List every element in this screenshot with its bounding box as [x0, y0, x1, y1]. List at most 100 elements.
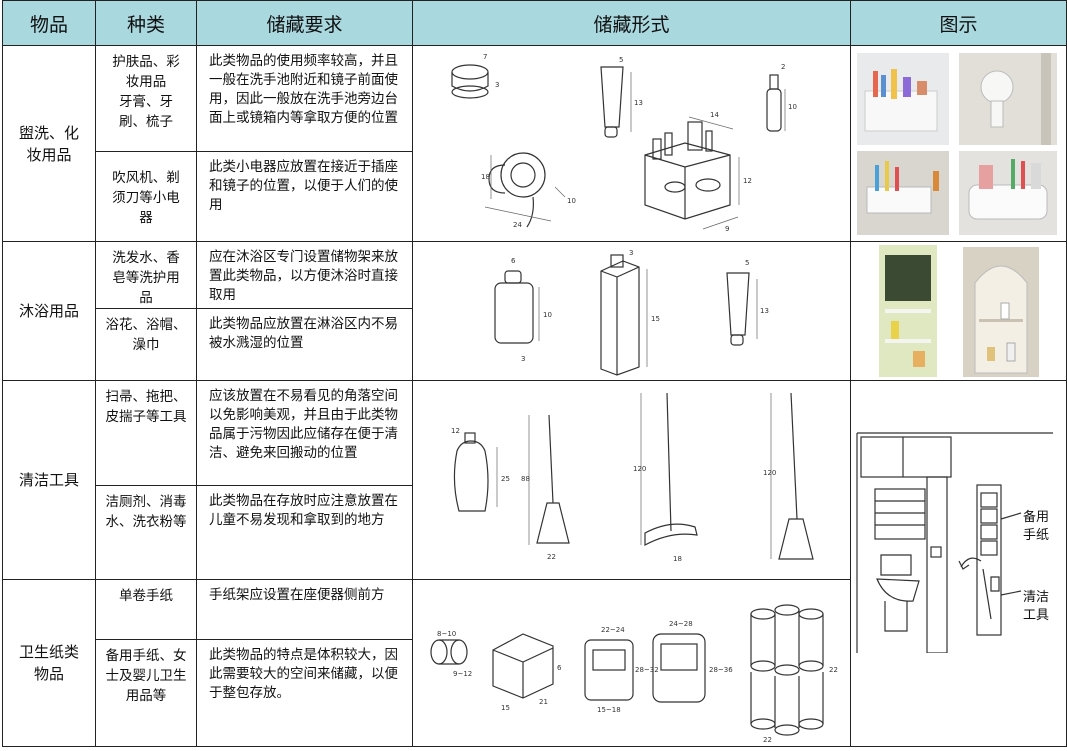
req-cell: 应在沐浴区专门设置储物架来放置此类物品，以方便沐浴时直接取用: [196, 241, 413, 309]
dim-label: 88: [521, 475, 530, 483]
dim-label: 6: [511, 257, 516, 265]
dim-label: 3: [521, 355, 525, 363]
kind-cell: 洗发水、香皂等洗护用品: [95, 241, 197, 309]
cleaning-tools-label: 清洁 工具: [1023, 590, 1050, 623]
dim-label: 3: [495, 81, 499, 89]
req-cell: 此类物品在存放时应注意放置在儿童不易发现和拿取到的地方: [196, 484, 413, 581]
bath-drawings: 6 10 3 3 15 5 13: [412, 241, 851, 381]
dim-label: 8~10: [437, 630, 456, 638]
kind-cell: 备用手纸、女士及婴儿卫生用品等: [95, 639, 197, 747]
roll-stack-drawing: 22 22: [750, 604, 838, 744]
flat-bottle-drawing: 6 10 3: [494, 257, 552, 363]
req-cell: 手纸架应设置在座便器侧前方: [196, 578, 413, 641]
req-cell: 此类小电器应放置在接近于插座和镜子的位置，以便于人们的使用: [196, 151, 413, 242]
dim-label: 21: [539, 698, 548, 706]
kind-cell: 浴花、浴帽、澡巾: [95, 308, 197, 381]
item-cell: 卫生纸类物品: [2, 579, 96, 747]
dim-label: 7: [483, 53, 487, 61]
dim-label: 24~28: [669, 620, 693, 628]
table-row: 备用手纸、女士及婴儿卫生用品等 此类物品的特点是体积较大，因此需要较大的空间来储…: [3, 639, 1067, 747]
photo-wall-niche: [963, 247, 1039, 377]
toiletry-drawings: 7 3 5 13 2 10: [412, 45, 851, 242]
jar-drawing: 7 3: [451, 53, 499, 99]
table-row: 浴花、浴帽、澡巾 此类物品应放置在淋浴区内不易被水溅湿的位置: [3, 308, 1067, 381]
header-req: 储藏要求: [196, 0, 413, 46]
organizer-drawing: 14 12 9: [644, 111, 752, 233]
long-broom-drawing: 120: [763, 392, 814, 560]
cleaning-drawings: 12 25 88 22 120 18: [412, 380, 851, 580]
photo-cup-holder: [959, 150, 1057, 235]
dim-label: 15~18: [597, 706, 621, 714]
header-form: 储藏形式: [412, 0, 851, 46]
paper-dispenser-2-drawing: 24~28 28~36: [652, 620, 733, 703]
bath-photos: [850, 241, 1067, 381]
table-row: 卫生纸类物品 单卷手纸 手纸架应设置在座便器侧前方 8~10 9~12 6 21…: [2, 578, 1067, 747]
dim-label: 12: [451, 427, 460, 435]
dim-label: 10: [788, 103, 797, 111]
dim-label: 22~24: [601, 626, 625, 634]
item-cell: 沐浴用品: [2, 241, 96, 381]
header-kind: 种类: [95, 0, 197, 46]
paper-drawings: 8~10 9~12 6 21 15 22~24 28~32 15~18: [412, 579, 851, 747]
req-cell: 此类物品应放置在淋浴区内不易被水溅湿的位置: [196, 308, 413, 381]
dim-label: 18: [673, 555, 682, 563]
dim-label: 12: [743, 177, 752, 185]
dim-label: 5: [745, 259, 749, 267]
paper-dispenser-1-drawing: 22~24 28~32 15~18: [584, 626, 659, 714]
photo-hair-dryer-holder: [959, 52, 1057, 145]
photo-shower-shelf: [879, 245, 937, 377]
detergent-bottle-drawing: 12 25: [451, 427, 510, 512]
table-row: 吹风机、剃须刀等小电器 此类小电器应放置在接近于插座和镜子的位置，以便于人们的使…: [3, 151, 1067, 242]
dim-label: 28~36: [709, 666, 733, 674]
kind-cell: 扫帚、拖把、皮揣子等工具: [95, 380, 197, 486]
dim-label: 13: [634, 99, 643, 107]
spray-bottle-drawing: 2 10: [766, 63, 797, 132]
dim-label: 22: [547, 553, 556, 561]
dim-label: 120: [763, 469, 776, 477]
kind-cell: 单卷手纸: [95, 578, 197, 641]
header-pic: 图示: [850, 0, 1067, 46]
header-item: 物品: [2, 0, 96, 46]
tube-drawing: 5 13: [600, 56, 643, 138]
dim-label: 15: [651, 315, 660, 323]
kind-cell: 护肤品、彩妆用品 牙膏、牙刷、梳子: [95, 45, 197, 152]
dim-label: 6: [557, 664, 562, 672]
table-row: 洁厕剂、消毒水、洗衣粉等 此类物品在存放时应注意放置在儿童不易发现和拿取到的地方: [3, 484, 1067, 581]
single-roll-drawing: 8~10 9~12: [430, 630, 472, 678]
dim-label: 9: [725, 225, 729, 233]
toiletry-photos: [850, 45, 1067, 242]
item-cell: 清洁工具: [2, 380, 96, 580]
dim-label: 24: [513, 221, 522, 229]
tall-bottle-drawing: 3 15: [600, 249, 660, 376]
dim-label: 22: [763, 736, 772, 744]
dim-label: 28~32: [635, 666, 659, 674]
table-row: 沐浴用品 洗发水、香皂等洗护用品 应在沐浴区专门设置储物架来放置此类物品，以方便…: [2, 241, 1067, 381]
dim-label: 10: [567, 197, 576, 205]
header-row: 物品 种类 储藏要求 储藏形式 图示: [2, 0, 1067, 46]
dim-label: 3: [629, 249, 633, 257]
hair-dryer-drawing: 18 24 10: [481, 151, 576, 229]
dim-label: 22: [829, 666, 838, 674]
dim-label: 25: [501, 475, 510, 483]
dim-label: 5: [619, 56, 623, 64]
spare-paper-label: 备用 手纸: [1023, 510, 1050, 543]
shower-tube-drawing: 5 13: [726, 259, 769, 346]
table-row: 清洁工具 扫帚、拖把、皮揣子等工具 应该放置在不易看见的角落空间以免影响美观，并…: [2, 380, 1067, 747]
dim-label: 14: [710, 111, 719, 119]
table-row: 盥洗、化妆用品 护肤品、彩妆用品 牙膏、牙刷、梳子 此类物品的使用频率较高，并且…: [2, 45, 1067, 242]
tissue-pack-drawing: 6 21 15: [492, 633, 562, 712]
photo-organizer: [857, 52, 949, 145]
broom-drawing: 88 22: [521, 414, 570, 561]
mop-drawing: 120 18: [633, 392, 698, 563]
photo-toothbrush-rack: [857, 150, 949, 235]
kind-cell: 洁厕剂、消毒水、洗衣粉等: [95, 484, 197, 581]
bathroom-sketch: [856, 432, 1053, 653]
item-cell: 盥洗、化妆用品: [2, 45, 96, 242]
req-cell: 此类物品的使用频率较高，并且一般在洗手池附近和镜子前面使用，因此一般放在洗手池旁…: [196, 45, 413, 152]
bathroom-sketch-cell: 备用 手纸 清洁 工具: [850, 380, 1067, 747]
dim-label: 2: [781, 63, 785, 71]
dim-label: 15: [501, 704, 510, 712]
req-cell: 此类物品的特点是体积较大，因此需要较大的空间来储藏，以便于整包存放。: [196, 639, 413, 747]
dim-label: 18: [481, 173, 490, 181]
